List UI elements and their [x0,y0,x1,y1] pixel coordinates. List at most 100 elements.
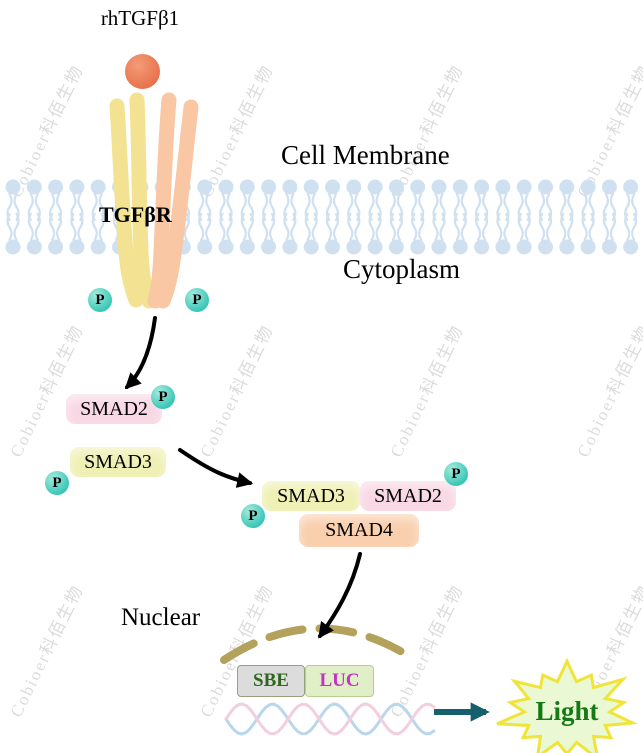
lipid-head [5,179,21,195]
lipid-head [452,239,468,255]
lipid-tail [439,212,446,242]
arrow-complex-to-nucleus [318,552,362,639]
luc-box: LUC [305,665,374,697]
lipid-head [495,179,511,195]
lipid-tail [219,212,226,242]
lipid-head [538,179,553,195]
phospho-badge: P [185,288,209,312]
lipid-tail [453,212,460,242]
ligand-label: rhTGFβ1 [100,6,180,30]
lipid-tail [27,212,34,242]
lipid-tail [262,212,269,242]
lipid-tail [283,212,290,242]
lipid-head [601,239,617,255]
lipid-head [69,179,85,195]
lipid-head [239,179,255,195]
lipid-tail [56,212,63,242]
lipid-head [623,179,639,195]
lipid-tail [49,212,56,242]
lipid-tail [13,212,20,242]
receptor [109,92,199,309]
light-label: Light [535,696,599,726]
arrow-receptor-to-smad2 [124,316,157,390]
lipid-tail [304,212,311,242]
lipid-tail [418,212,425,242]
light-burst [496,657,639,753]
dna-strand-pink [224,702,436,736]
phospho-badge: P [444,462,468,486]
lipid-head [367,239,383,255]
lipid-tail [460,212,467,242]
lipid-tail [368,212,375,242]
phospho-badge: P [151,385,175,409]
lipid-head [623,239,639,255]
dna-helix [224,702,436,736]
nuclear-label: Nuclear [121,604,201,631]
arrow-smad-to-complex [178,448,254,488]
lipid-tail [624,212,631,242]
lipid-tail [205,212,212,242]
lipid-head [218,179,234,195]
lipid-tail [545,212,553,242]
lipid-tail [34,212,41,242]
lipid-head [474,239,490,255]
lipid-tail [631,212,638,242]
ligand-circle [125,54,160,89]
lipid-tail [269,212,276,242]
lipid-head [346,179,362,195]
lipid-tail [517,212,524,242]
lipid-head [218,239,234,255]
lipid-tail [240,212,247,242]
lipid-head [282,179,298,195]
sbe-box: SBE [237,665,305,697]
lipid-head [48,179,64,195]
lipid-head [5,239,21,255]
cytoplasm-label: Cytoplasm [343,254,461,284]
cell-membrane-label: Cell Membrane [281,140,450,170]
nuclear-envelope [220,624,416,664]
lipid-head [601,179,617,195]
smad2-box: SMAD2 [66,394,162,424]
lipid-head [388,239,404,255]
lipid-tail [183,212,190,242]
lipid-head [325,179,340,195]
lipid-tail [389,212,396,242]
smad3-box: SMAD3 [70,447,166,477]
lipid-head [516,239,532,255]
lipid-tail [332,212,340,242]
lipid-head [495,239,511,255]
lipid-tail [325,212,333,242]
lipid-tail [226,212,233,242]
lipid-tail [581,212,588,242]
lipid-head [388,179,404,195]
lipid-head [69,239,85,255]
phospho-badge: P [241,504,265,528]
lipid-head [346,239,362,255]
lipid-head [90,239,106,255]
lipid-tail [482,212,489,242]
receptor-subunit-orange-front [147,92,177,309]
lipid-tail [290,212,297,242]
lipid-head [303,179,319,195]
smad2-complex-box: SMAD2 [360,481,456,511]
lipid-head [431,239,447,255]
lipid-tail [98,212,105,242]
lipid-head [431,179,447,195]
lipid-tail [70,212,77,242]
lipid-head [474,179,490,195]
lipid-tail [375,212,382,242]
lipid-tail [588,212,595,242]
lipid-head [410,179,426,195]
lipid-tail [503,212,510,242]
lipid-head [580,179,596,195]
lipid-tail [6,212,13,242]
lipid-tail [354,212,361,242]
lipid-head [90,179,106,195]
lipid-tail [602,212,609,242]
receptor-subunit-orange-back [155,99,199,309]
lipid-tail [91,212,98,242]
lipid-head [303,239,319,255]
lipid-tail [475,212,482,242]
